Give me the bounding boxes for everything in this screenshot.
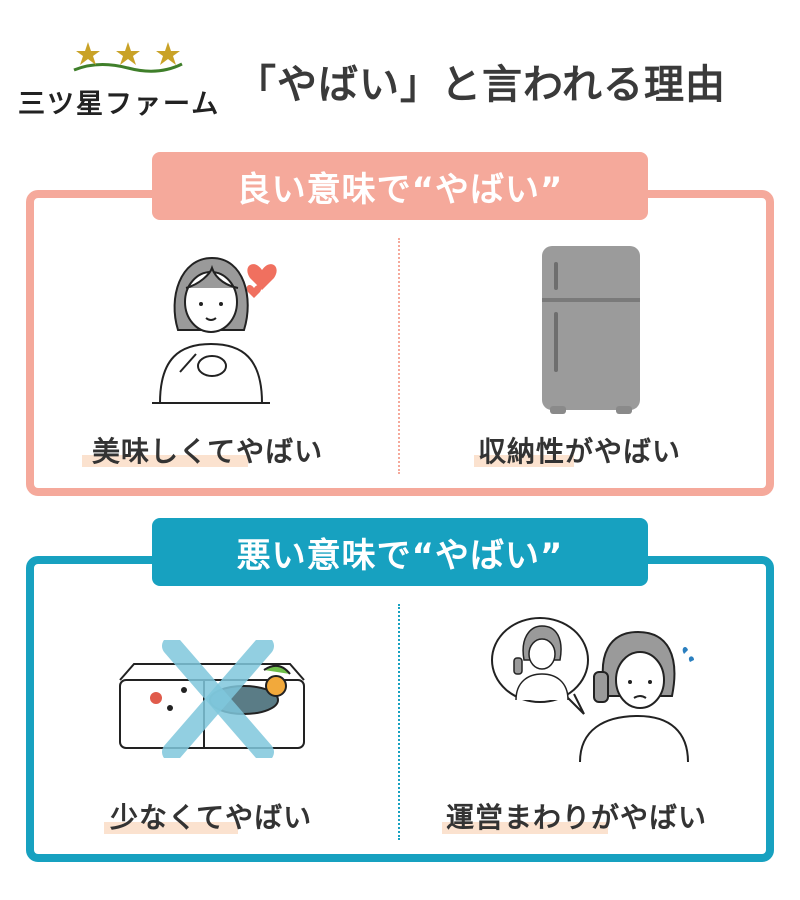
caption-highlight	[82, 455, 248, 467]
stars-icon	[73, 42, 183, 73]
caption-highlight	[474, 455, 574, 467]
brand-logo: 三ツ星ファーム	[18, 38, 223, 120]
caption-bad-2: 運営まわりがやばい	[446, 801, 708, 834]
phone-call-icon	[491, 617, 694, 763]
page-title: 「やばい」と言われる理由	[236, 62, 726, 108]
woman-eating-icon	[152, 256, 277, 404]
caption-highlight	[104, 822, 238, 834]
caption-highlight	[442, 822, 608, 834]
bad-section-title: 悪い意味で“やばい”	[152, 518, 648, 586]
good-section-divider	[398, 238, 400, 474]
logo-text: 三ツ星ファーム	[18, 89, 221, 120]
bento-crossed-icon	[119, 640, 305, 758]
refrigerator-icon	[542, 246, 640, 414]
caption-bad-1: 少なくてやばい	[110, 801, 313, 834]
good-section-title: 良い意味で“やばい”	[152, 152, 648, 220]
bad-section-divider	[398, 604, 400, 840]
caption-good-1: 美味しくてやばい	[92, 435, 324, 468]
caption-good-2: 収納性がやばい	[478, 435, 682, 468]
